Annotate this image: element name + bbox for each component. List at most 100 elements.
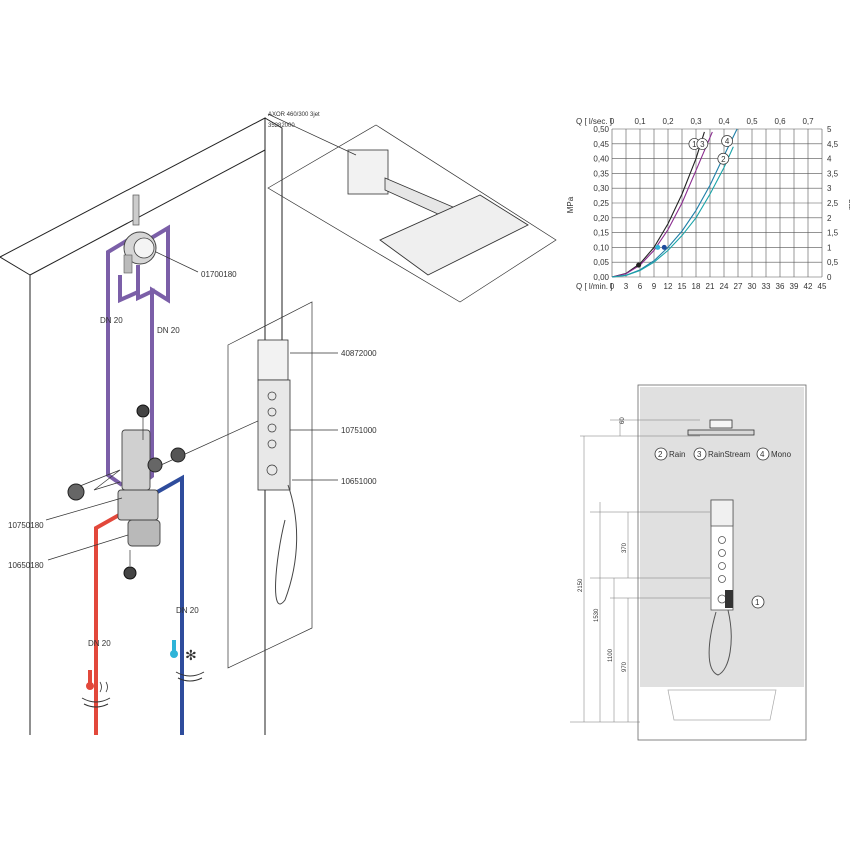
wall-top-line (29, 149, 266, 276)
legend-mono: Mono (771, 450, 792, 459)
part-10751000: 10751000 (341, 426, 377, 435)
legend-rainstream: RainStream (708, 450, 751, 459)
left-tick-label: 0,20 (593, 214, 609, 223)
part-10650180: 10650180 (8, 561, 44, 570)
elev-callout (751, 595, 765, 609)
top-tick-label: 0,1 (634, 117, 646, 126)
svg-text:3: 3 (697, 450, 702, 459)
left-tick-label: 0,25 (593, 199, 609, 208)
svg-text:1: 1 (755, 598, 760, 607)
part-10651000: 10651000 (341, 477, 377, 486)
left-tick-label: 0,40 (593, 155, 609, 164)
top-tick-label: 0,7 (802, 117, 814, 126)
bottom-tick-label: 36 (776, 282, 785, 291)
svg-text:✻: ✻ (185, 647, 197, 663)
pipe-label-right: DN 20 (157, 326, 180, 335)
bottom-tick-label: 21 (706, 282, 715, 291)
top-tick-label: 0,5 (746, 117, 758, 126)
bottom-tick-label: 9 (652, 282, 657, 291)
bottom-tick-label: 27 (734, 282, 743, 291)
elevation-drawing: 2 Rain 3 RainStream 4 Mono 1 60 2150 153… (570, 384, 807, 741)
elev-rain-head (687, 429, 755, 436)
legend-rain: Rain (669, 450, 685, 459)
bathtub (667, 689, 777, 721)
top-axis-label: Q [ l/sec. ] (576, 117, 612, 126)
series-label-2: 2 (721, 155, 726, 164)
top-tick-label: 0,2 (662, 117, 674, 126)
elev-legend: 2 Rain 3 RainStream 4 Mono (654, 447, 792, 461)
series-marker-4 (721, 135, 733, 147)
ceiling-mount (347, 149, 389, 195)
bottom-tick-label: 24 (720, 282, 729, 291)
left-tick-label: 0,05 (593, 258, 609, 267)
svg-text:4: 4 (760, 450, 765, 459)
bottom-tick-label: 39 (790, 282, 799, 291)
right-axis-label: bar (847, 199, 850, 211)
bottom-tick-label: 12 (664, 282, 673, 291)
operating-point (636, 262, 642, 268)
operating-point (661, 244, 667, 250)
top-tick-label: 0,4 (718, 117, 730, 126)
svg-text:2: 2 (658, 450, 663, 459)
series-line-2 (611, 146, 734, 278)
dim-2150: 2150 (578, 578, 584, 592)
top-valve (123, 194, 157, 274)
left-tick-label: 0,50 (593, 125, 609, 134)
series-label-3: 3 (700, 140, 705, 149)
rain-head-plate (379, 194, 529, 276)
right-tick-label: 2 (827, 214, 832, 223)
bottom-tick-label: 15 (678, 282, 687, 291)
part-40872000: 40872000 (341, 349, 377, 358)
bottom-tick-label: 33 (762, 282, 771, 291)
series-label-4: 4 (725, 137, 730, 146)
left-tick-label: 0,00 (593, 273, 609, 282)
cold-pipe (151, 474, 184, 735)
left-tick-label: 0,35 (593, 169, 609, 178)
bottom-axis-label: Q [ l/min. ] (576, 282, 612, 291)
left-axis-label: MPa (566, 196, 575, 213)
hot-pipe (94, 508, 129, 735)
hot-water-icon (81, 670, 111, 708)
elev-dimensions: 60 2150 1530 1100 970 370 (570, 417, 710, 723)
cold-water-snowflake-icon: ✻ (170, 640, 205, 682)
bottom-tick-label: 45 (818, 282, 827, 291)
top-tick-label: 0,6 (774, 117, 786, 126)
right-tick-label: 1 (827, 243, 832, 252)
part-10750180: 10750180 (8, 521, 44, 530)
bottom-tick-label: 42 (804, 282, 813, 291)
bottom-tick-label: 30 (748, 282, 757, 291)
ceiling-part: 35282000 (268, 123, 295, 129)
left-tick-label: 0,10 (593, 243, 609, 252)
series-marker-3 (696, 138, 709, 150)
series-marker-2 (717, 152, 730, 165)
series-line-3 (611, 131, 713, 278)
series-label-1: 1 (692, 140, 697, 149)
left-tick-label: 0,45 (593, 140, 609, 149)
right-tick-label: 4,5 (827, 140, 839, 149)
left-tick-label: 0,30 (593, 184, 609, 193)
dim-60: 60 (620, 417, 626, 424)
elev-hose (708, 609, 732, 676)
ceiling-label: AXOR 460/300 3jet (268, 112, 320, 118)
mixer-assembly (67, 404, 186, 580)
top-tick-label: 0 (610, 117, 615, 126)
right-tick-label: 0,5 (827, 258, 839, 267)
dim-370: 370 (622, 542, 628, 553)
bottom-tick-label: 0 (610, 282, 615, 291)
bottom-tick-label: 6 (638, 282, 643, 291)
right-tick-label: 4 (827, 155, 832, 164)
dim-970: 970 (622, 661, 628, 672)
right-tick-label: 2,5 (827, 199, 839, 208)
bottom-tick-label: 18 (692, 282, 701, 291)
right-tick-label: 3,5 (827, 169, 839, 178)
pipe-label-cold: DN 20 (176, 606, 199, 615)
part-01700180: 01700180 (201, 270, 237, 279)
left-tick-label: 0,15 (593, 229, 609, 238)
right-tick-label: 1,5 (827, 229, 839, 238)
wall-left-edge (0, 256, 31, 276)
wall-front-edge (0, 117, 266, 735)
wall-drawing: 01700180 10750180 10650180 DN 20 DN 20 D… (0, 117, 283, 735)
ceiling-slab: AXOR 460/300 3jet 35282000 (267, 112, 557, 303)
